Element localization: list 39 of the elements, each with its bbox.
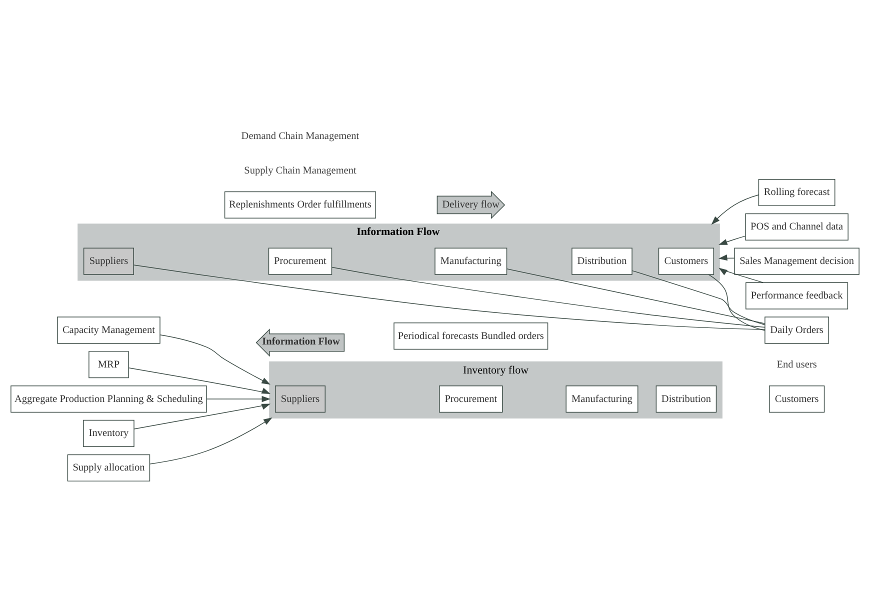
node-box: Manufacturing [434,247,508,274]
arrow [160,334,270,384]
node-box: Periodical forecasts Bundled orders [394,322,548,350]
connector [506,268,766,324]
node-box: Capacity Management [57,316,160,344]
node-box: Replenishments Order fulfillments [224,190,376,218]
node-box: Distribution [572,247,632,274]
node-box: Suppliers [83,247,134,274]
connector [708,274,766,330]
node-box: POS and Channel data [745,212,848,240]
connector [632,270,766,325]
node-box: Customers [768,385,825,412]
node-box: Aggregate Production Planning & Scheduling [10,385,207,412]
arrow [128,367,270,394]
node-box: Inventory [83,419,134,447]
node-box: Procurement [268,247,332,274]
arrow [134,403,271,429]
node-box: Customers [658,247,714,274]
node-box: Distribution [656,385,717,412]
node-box: MRP [88,350,129,378]
node-box: Rolling forecast [758,178,836,206]
connector [332,266,766,328]
node-box: Procurement [439,385,503,412]
label: Demand Chain Management [241,130,360,142]
arrow [206,395,271,402]
node-box: Sales Management decision [734,247,860,274]
node-box: Suppliers [274,385,326,412]
node-box: Daily Orders [764,316,830,344]
connector [133,264,766,330]
label: Supply Chain Management [244,164,356,176]
node-box: Performance feedback [746,282,848,309]
arrow [150,417,272,464]
arrow [718,254,735,260]
node-box: Supply allocation [67,454,150,481]
label: End users [776,358,817,370]
arrow [711,194,759,224]
node-box: Manufacturing [566,385,638,412]
arrow [718,267,764,282]
arrow [718,235,746,244]
